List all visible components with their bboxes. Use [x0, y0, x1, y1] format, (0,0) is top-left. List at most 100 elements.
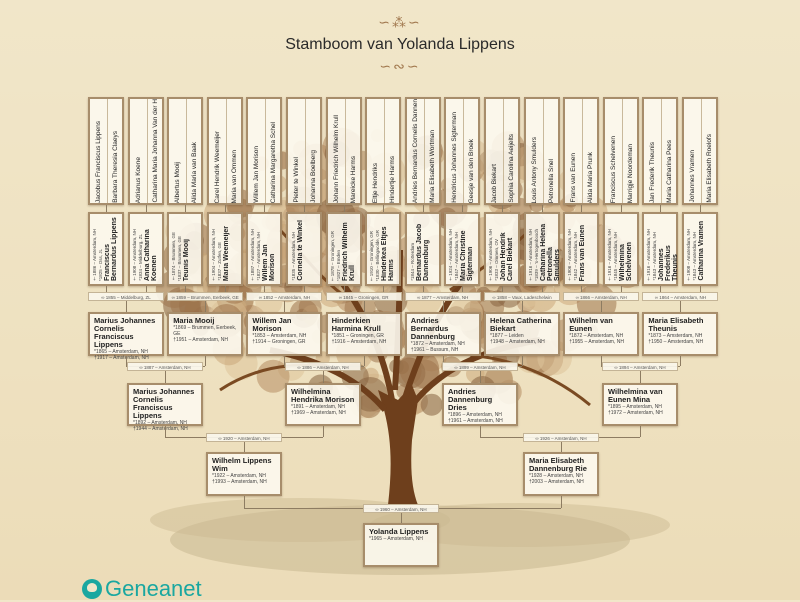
connector-line [541, 205, 543, 212]
person-birth: *1891 – Amsterdam, NH [291, 404, 345, 410]
foliage-blob [363, 367, 379, 384]
person-card[interactable]: Hinderkien Harmina Krull*1851 – Groninge… [325, 312, 402, 356]
person-card[interactable]: Wilhelmina Hendrika Morison*1891 – Amste… [285, 383, 361, 426]
marriage-label: ∞ 1920 – Amsterdam, NH [206, 433, 282, 442]
person-death: †1955 – Amsterdam, NH [569, 339, 624, 345]
person-name: Marius Johannes Cornelis Franciscus Lipp… [133, 387, 195, 420]
connector-line [304, 286, 305, 292]
person-card[interactable]: Marius Johannes Cornelis Franciscus Lipp… [127, 383, 203, 432]
person-name: Johan Hendrik Carel Biekart [500, 232, 514, 281]
connector-line [383, 286, 385, 292]
ancestor-column: Maria van Ommen [226, 99, 243, 203]
connector-line [601, 301, 603, 312]
person-card[interactable]: Andries Bernardus Dannenburg*1872 – Amst… [404, 312, 481, 356]
person-card[interactable]: Willem Jan Morison*1827 – Amsterdam, NH†… [246, 212, 283, 286]
person-card[interactable]: Wilhelm van Eunen*1872 – Amsterdam, NH†1… [563, 312, 640, 356]
person-death: †1914 – Groningen, GR [252, 339, 306, 345]
person-card[interactable]: Franciscus Bernardus Lippens*1825 – Oss,… [88, 212, 124, 286]
person-death: †1916 – Amsterdam, NH [331, 339, 387, 345]
person-birth: *1844 – Rotterdam [409, 243, 415, 281]
ancestor-column: Petronella Snel [543, 99, 560, 203]
person-death: †1874 – Brummen, GE [171, 232, 177, 281]
person-card[interactable]: Hinderkea Eltjes Harms*1830 – Bellingwol… [365, 212, 402, 286]
connector-line [126, 356, 127, 366]
person-card[interactable]: Friedrich Wilhelm Krull*1827 – Emden†187… [325, 212, 362, 286]
couple-divider [661, 99, 663, 203]
ancestor-couple-card[interactable]: Hendricus Johannes Sigterman Geesje van d… [444, 97, 481, 205]
person-card[interactable]: Maria Elisabeth Dannenburg Rie*1928 – Am… [523, 452, 599, 496]
ancestor-name: Geesje van den Broek [468, 138, 476, 203]
person-birth: *1833 – Ommen, OV [494, 239, 499, 281]
person-card[interactable]: Johan Hendrik Carel Biekart*1833 – Ommen… [484, 212, 520, 286]
person-card[interactable]: Johannes Frederikus Theunis*1843 – Amste… [642, 212, 680, 286]
person-name: Friedrich Wilhelm Krull [341, 222, 356, 281]
marriage-label: ∞ 1855 – Middelburg, ZL [88, 292, 164, 301]
person-name: Maria Elisabeth Theunis [648, 316, 704, 333]
person-card[interactable]: Maria Elisabeth Theunis*1873 – Amsterdam… [642, 312, 719, 356]
geneanet-logo[interactable]: Geneanet [82, 576, 202, 602]
connector-line [401, 513, 402, 523]
connector-line [700, 286, 701, 292]
ancestor-column: Pieter te Winkel [288, 99, 305, 203]
person-card[interactable]: Maria Weemeijer*1837 – Zutfen, GE†1904 –… [206, 212, 243, 286]
connector-line [363, 301, 365, 312]
ancestor-name: Willem Jan Morison [253, 146, 261, 203]
connector-line [244, 442, 245, 452]
person-card[interactable]: Anna Catharina Koenen*1834 – Middelburg,… [127, 212, 164, 286]
person-card[interactable]: Wilhelmina van Eunen Mina*1895 – Amsterd… [602, 383, 678, 426]
person-card[interactable]: Andries Dannenburg Dries*1896 – Amsterda… [442, 383, 518, 426]
person-card[interactable]: Helena Catherina Biekart*1877 – Leiden†1… [484, 312, 560, 356]
ancestor-column: Louis Antony Smulders [526, 99, 543, 203]
person-card[interactable]: Catharina Vramen*1843 – Amsterdam, NH†19… [682, 212, 718, 286]
ancestor-name: Hendricus Johannes Sigterman [451, 112, 459, 203]
connector-line [640, 426, 641, 437]
person-card[interactable]: Maria Christine Sigterman*1847 – Amsterd… [444, 212, 481, 286]
marriage-label: ∞ 1866 – Amsterdam, NH [563, 292, 640, 301]
person-card[interactable]: Frans van Eunen*1842 – Amsterdam, NH†190… [563, 212, 600, 286]
logo-text: Geneanet [105, 576, 202, 601]
geneanet-tree-icon [82, 579, 102, 599]
person-card[interactable]: Catharina Helena Petronella Smulders*183… [523, 212, 561, 286]
ancestor-name: Johannes Vramen [689, 150, 696, 203]
person-birth: *1872 – Amsterdam, NH [410, 341, 465, 347]
connector-line [205, 356, 207, 366]
connector-line [165, 426, 166, 437]
person-card[interactable]: Maria Mooij*1869 – Brummen, Eerbeek, GE†… [167, 312, 244, 356]
person-card[interactable]: Teunis Mooij*1837 – Brummen, GE†1874 – B… [167, 212, 204, 286]
person-card[interactable]: Yolanda Lippens*1965 – Amsterdam, NH [363, 523, 439, 567]
person-name: Johannes Frederikus Theunis [658, 245, 680, 281]
connector-line [244, 496, 245, 508]
person-card[interactable]: Wilhelmina Schelvenen*1845 – Amsterdam, … [602, 212, 639, 286]
connector-line [205, 301, 207, 312]
person-card[interactable]: Wilhelm Lippens Wim*1922 – Amsterdam, NH… [206, 452, 282, 496]
connector-line [284, 301, 286, 312]
person-name: Franciscus Bernardus Lippens [104, 217, 118, 281]
connector-line [680, 301, 682, 312]
person-card[interactable]: Bernardus Jacob Dannenburg*1844 – Rotter… [404, 212, 441, 286]
person-death: †1969 – Amsterdam, NH [291, 410, 346, 416]
ancestor-name: Maria van Ommen [230, 149, 238, 203]
connector-line [620, 286, 622, 292]
person-card[interactable]: Marius Johannes Cornelis Franciscus Lipp… [88, 312, 164, 361]
connector-line [581, 205, 583, 212]
connector-line [660, 286, 662, 292]
person-death: †1908 – Amsterdam, NH [686, 229, 691, 281]
person-card[interactable]: Cornelia te Winkel*1835 – Amsterdam, NH [286, 212, 322, 286]
person-card[interactable]: Willem Jan Morison*1853 – Amsterdam, NH†… [246, 312, 323, 356]
ancestor-column: Geesje van den Broek [463, 99, 480, 203]
